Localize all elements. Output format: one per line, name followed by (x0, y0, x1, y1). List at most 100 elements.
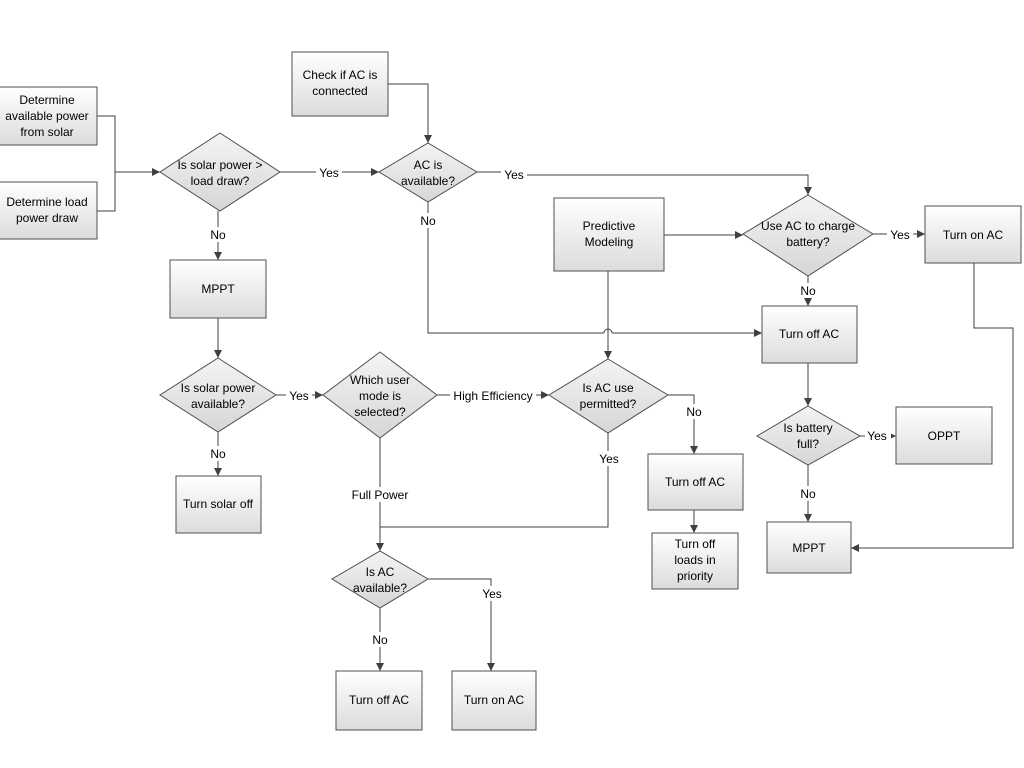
edge-label-yes: Yes (482, 587, 502, 601)
decision-text-line: available? (353, 581, 407, 595)
svg-text:OPPT: OPPT (928, 429, 961, 443)
decision-text-line: permitted? (580, 397, 637, 411)
edge-label-yes: Yes (890, 228, 910, 242)
edge-label-full-power: Full Power (352, 488, 409, 502)
edge-label-no: No (210, 228, 226, 242)
box-oppt: OPPT (895, 406, 993, 465)
decision-user-mode: Which user mode is selected? (322, 351, 438, 439)
decision-text-line: available? (401, 174, 455, 188)
decision-text-line: Is battery (783, 421, 832, 435)
edge-label-yes: Yes (319, 166, 339, 180)
box-text-line: Turn on AC (943, 228, 1004, 242)
box-text-line: Turn off AC (665, 475, 725, 489)
edge-label-no: No (686, 405, 702, 419)
box-text-line: priority (677, 569, 713, 583)
svg-text:Turn off AC: Turn off AC (349, 693, 409, 707)
edge-label-yes: Yes (289, 389, 309, 403)
decision-use-ac-charge: Use AC to charge battery? (742, 194, 874, 277)
box-text-line: Check if AC is (303, 68, 378, 82)
box-determine-solar: Determine available power from solar (0, 86, 98, 146)
box-turn-solar-off: Turn solar off (175, 475, 262, 534)
edge-label-no: No (372, 633, 388, 647)
box-text-line: power draw (16, 211, 78, 225)
box-text-line: MPPT (792, 541, 826, 555)
decision-text-line: Is solar power (181, 381, 256, 395)
svg-text:Turn off AC: Turn off AC (779, 327, 839, 341)
decision-ac-permitted: Is AC use permitted? (548, 358, 669, 434)
box-turn-off-loads: Turn off loads in priority (651, 532, 739, 590)
decision-text-line: Use AC to charge (761, 219, 855, 233)
decision-text-line: available? (191, 397, 245, 411)
box-text-line: MPPT (201, 282, 235, 296)
decision-battery-full: Is battery full? (756, 405, 862, 466)
box-text-line: available power (5, 109, 88, 123)
box-text-line: Turn solar off (183, 497, 254, 511)
edge-labels: Yes Yes No No Yes No Yes High Efficiency… (207, 164, 913, 647)
box-turn-on-ac-right: Turn on AC (924, 205, 1022, 264)
box-turn-off-ac-bottom: Turn off AC (335, 670, 423, 731)
box-text-line: OPPT (928, 429, 961, 443)
box-turn-on-ac-bottom: Turn on AC (451, 670, 537, 731)
svg-text:MPPT: MPPT (792, 541, 826, 555)
decision-text-line: battery? (786, 235, 830, 249)
edge-label-yes: Yes (599, 452, 619, 466)
box-text-line: Predictive (583, 219, 636, 233)
edge-label-yes: Yes (867, 429, 887, 443)
svg-text:Turn solar off: Turn solar off (183, 497, 254, 511)
edge-label-yes: Yes (504, 168, 524, 182)
box-turn-off-ac-mid: Turn off AC (761, 305, 858, 364)
svg-text:Is solar power >load draw?: Is solar power > load draw? (177, 158, 262, 188)
edge-label-high-efficiency: High Efficiency (453, 389, 532, 403)
box-text-line: Turn off AC (779, 327, 839, 341)
box-check-ac: Check if AC is connected (291, 51, 389, 117)
box-text-line: Determine (19, 93, 75, 107)
svg-text:Turn on AC: Turn on AC (464, 693, 525, 707)
edge-label-no: No (210, 447, 226, 461)
decision-text-line: full? (797, 437, 819, 451)
decision-text-line: load draw? (191, 174, 250, 188)
decision-text-line: mode is (359, 389, 401, 403)
box-turn-off-ac-center: Turn off AC (647, 453, 744, 511)
box-text-line: Turn off (675, 537, 716, 551)
box-mppt-left: MPPT (169, 259, 267, 319)
decision-ac-available-bottom: Is AC available? (331, 550, 429, 609)
decision-text-line: Is solar power > (177, 158, 262, 172)
box-text-line: Modeling (585, 235, 634, 249)
svg-text:Turn off AC: Turn off AC (665, 475, 725, 489)
svg-text:Turn on AC: Turn on AC (943, 228, 1004, 242)
decision-solar-available: Is solar power available? (159, 357, 277, 433)
box-determine-load: Determine load power draw (0, 181, 98, 240)
box-text-line: connected (312, 84, 367, 98)
decision-text-line: Which user (350, 373, 410, 387)
edge-label-no: No (420, 214, 436, 228)
edge-label-no: No (800, 487, 816, 501)
svg-text:MPPT: MPPT (201, 282, 235, 296)
box-text-line: Determine load (6, 195, 87, 209)
box-mppt-right: MPPT (766, 521, 852, 574)
edge-label-no: No (800, 284, 816, 298)
box-text-line: loads in (674, 553, 715, 567)
decision-text-line: Is AC use (582, 381, 634, 395)
box-text-line: from solar (20, 125, 73, 139)
box-text-line: Turn on AC (464, 693, 525, 707)
decision-text-line: selected? (354, 405, 406, 419)
decision-solar-gt-load: Is solar power > load draw? (159, 132, 281, 212)
box-text-line: Turn off AC (349, 693, 409, 707)
decision-ac-available-top: AC is available? (378, 142, 478, 203)
decision-text-line: Is AC (366, 565, 395, 579)
decision-text-line: AC is (414, 158, 443, 172)
